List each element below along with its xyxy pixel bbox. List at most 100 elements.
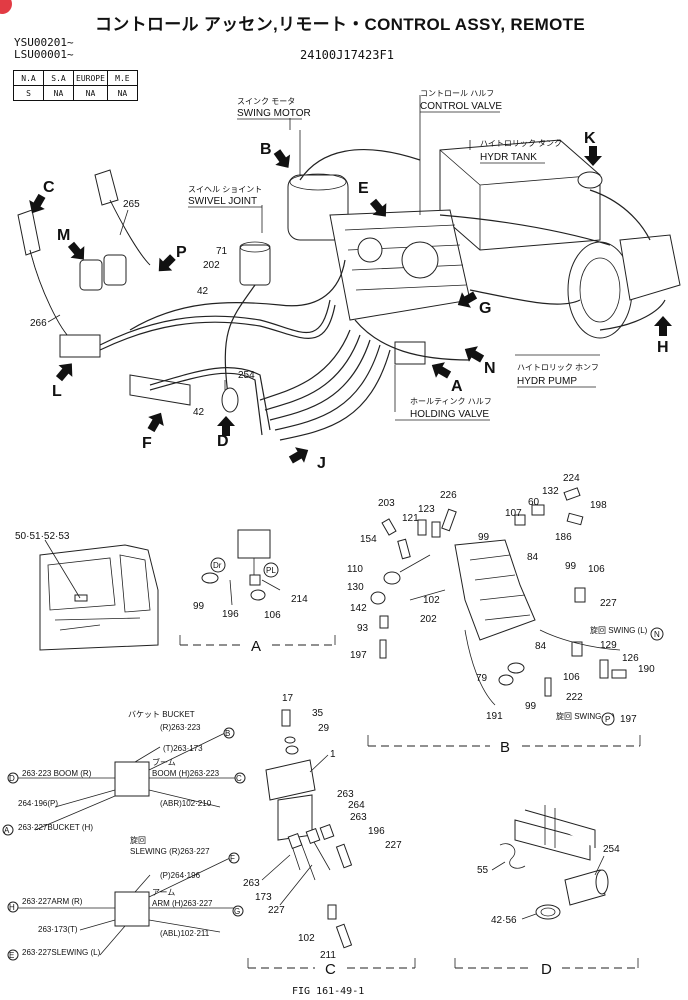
region-value: NA xyxy=(43,85,74,101)
part-ref: 254 xyxy=(603,844,620,855)
svg-text:H: H xyxy=(657,339,669,356)
junction-block-f xyxy=(129,374,191,406)
part-ref: 71 xyxy=(216,246,228,257)
part-ref: 99 xyxy=(565,561,577,572)
svg-text:L: L xyxy=(52,383,62,400)
part-ref: 263 xyxy=(350,812,367,823)
hydr-pump-label: HYDR PUMP xyxy=(517,376,577,387)
circle-label: C xyxy=(236,774,242,783)
part-ref: 55 xyxy=(477,865,489,876)
swivel-joint-jp-label: スイヘル ショイント xyxy=(188,185,262,194)
part-ref: 202 xyxy=(420,614,437,625)
holding-valve-jp-label: ホールティンク ハルフ xyxy=(410,397,492,406)
t-left-label: 263·173(T) xyxy=(38,925,78,934)
part-ref: 227 xyxy=(268,905,285,916)
svg-text:D: D xyxy=(217,433,229,450)
slewing-l-label: 263·227SLEWING (L) xyxy=(22,948,101,957)
arm-h-jp: アーム xyxy=(152,888,175,897)
view-arrow-m: M xyxy=(57,227,91,266)
control-valve-label: CONTROL VALVE xyxy=(420,101,502,112)
page-title: コントロール アッセン,リモート・CONTROL ASSY, REMOTE xyxy=(95,15,585,34)
svg-text:G: G xyxy=(479,300,491,317)
part-ref: 264 xyxy=(348,800,365,811)
part-ref: 214 xyxy=(291,594,308,605)
view-arrow-b: B xyxy=(260,141,296,174)
part-ref: 102 xyxy=(298,933,315,944)
figure-number: FIG 161-49-1 xyxy=(292,986,365,997)
part-ref: 1 xyxy=(330,749,336,760)
hydr-pump-jp-label: ハイトロリック ホンフ xyxy=(517,363,599,372)
port-label: P xyxy=(605,715,610,724)
part-ref: 106 xyxy=(563,672,580,683)
part-ref: 211 xyxy=(320,950,336,961)
part-ref: 84 xyxy=(527,552,539,563)
section-b-title: B xyxy=(500,739,510,756)
boom-h-jp: ブーム xyxy=(152,757,176,767)
section-c-title: C xyxy=(325,961,336,978)
section-a-parts xyxy=(201,529,281,606)
part-number: 24100J17423F1 xyxy=(300,48,394,62)
section-a-title: A xyxy=(251,638,261,655)
svg-text:M: M xyxy=(57,227,70,244)
part-ref: 29 xyxy=(318,723,330,734)
part-ref: 35 xyxy=(312,708,324,719)
part-ref: 202 xyxy=(203,260,220,271)
view-arrow-h: H xyxy=(654,316,672,356)
boom-r-label: 263·223 BOOM (R) xyxy=(22,769,92,778)
part-ref: 222 xyxy=(566,692,583,703)
view-arrow-k: K xyxy=(584,130,602,166)
p-left-label: 264·196(P) xyxy=(18,799,58,808)
view-arrow-c: C xyxy=(24,179,55,218)
svg-text:B: B xyxy=(260,141,272,158)
part-ref: 203 xyxy=(378,498,395,509)
svg-text:E: E xyxy=(358,180,369,197)
p-right-label: (P)264·196 xyxy=(160,871,201,880)
part-ref: 226 xyxy=(440,490,457,501)
pipe-bundle xyxy=(99,149,666,441)
part-ref: 84 xyxy=(535,641,547,652)
serial-range-2: LSU00001~ xyxy=(14,48,74,61)
abl-label: (ABL)102·211 xyxy=(160,929,210,938)
swing-r-label: 旋回 SWING (R) xyxy=(556,711,615,721)
part-ref: 129 xyxy=(600,640,617,651)
part-ref: 154 xyxy=(360,534,377,545)
solenoid-block-m xyxy=(79,254,127,291)
manifold-block-l xyxy=(59,334,101,358)
svg-text:J: J xyxy=(317,455,326,472)
part-ref: 99 xyxy=(525,701,537,712)
port-label: Dr xyxy=(213,561,222,570)
serial-range-1: YSU00201~ xyxy=(14,36,74,49)
part-ref: 123 xyxy=(418,504,435,515)
part-ref: 126 xyxy=(622,653,639,664)
part-ref: 224 xyxy=(563,473,580,484)
slewing-r-jp: 旋回 xyxy=(130,835,146,845)
part-ref: 263 xyxy=(243,878,260,889)
brand-logo xyxy=(0,0,12,14)
cab-outline xyxy=(39,539,159,651)
arm-r-label: 263·227ARM (R) xyxy=(22,897,83,906)
svg-text:C: C xyxy=(43,179,55,196)
part-ref: 93 xyxy=(357,623,369,634)
swing-motor-label: SWING MOTOR xyxy=(237,108,311,119)
section-d-title: D xyxy=(541,961,552,978)
holding-valve-label: HOLDING VALVE xyxy=(410,409,489,420)
section-d-parts xyxy=(499,805,609,920)
hydr-tank xyxy=(439,139,603,251)
control-valve xyxy=(329,209,471,321)
boom-h-label: BOOM (H)263·223 xyxy=(152,769,220,778)
part-ref: 254 xyxy=(238,370,255,381)
part-ref: 198 xyxy=(590,500,607,511)
boom-t-label: (T)263·173 xyxy=(163,744,203,753)
slewing-r-label: SLEWING (R)263·227 xyxy=(130,847,210,856)
svg-text:P: P xyxy=(176,244,187,261)
hydr-tank-label: HYDR TANK xyxy=(480,152,537,163)
arm-h-label: ARM (H)263·227 xyxy=(152,899,213,908)
part-ref: 227 xyxy=(385,840,402,851)
view-arrow-f: F xyxy=(142,408,169,452)
view-arrow-l: L xyxy=(52,357,79,400)
circle-label: F xyxy=(230,854,235,863)
svg-text:F: F xyxy=(142,435,152,452)
circle-label: H xyxy=(9,903,15,912)
pilot-valve-right xyxy=(94,169,151,266)
swivel-joint xyxy=(239,241,271,286)
